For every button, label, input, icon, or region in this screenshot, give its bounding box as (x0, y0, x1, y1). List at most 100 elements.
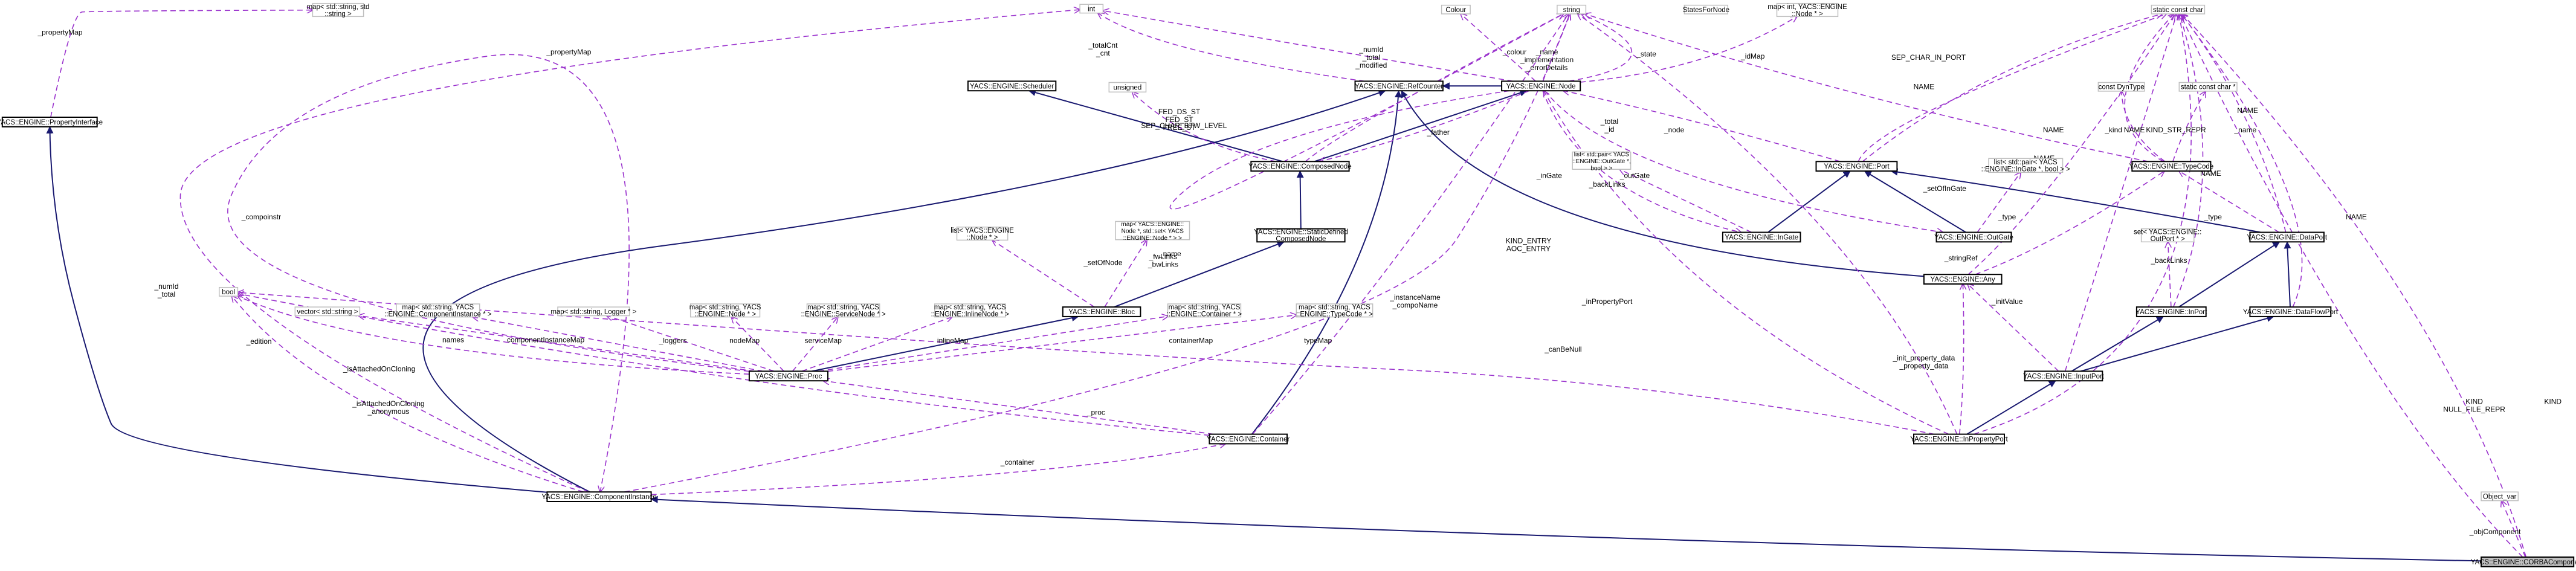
class-node-list-node[interactable]: list< YACS::ENGINE::Node * > (951, 227, 1014, 242)
class-node-list-pair-ingate[interactable]: list< std::pair< YACS::ENGINE::InGate *,… (1981, 158, 2070, 173)
class-node-box (2178, 82, 2238, 92)
class-node-label: map< std::string, YACS::ENGINE::Componen… (384, 304, 492, 318)
usage-edge-node-to-in-gate (1542, 90, 1741, 232)
usage-edge-container-to-string (1252, 14, 1569, 435)
class-node-node[interactable]: YACS::ENGINE::Node (1501, 80, 1581, 92)
class-node-box (2140, 228, 2195, 243)
class-node-out-gate[interactable]: YACS::ENGINE::OutGate (1934, 231, 2013, 243)
class-node-states-for-node[interactable]: StatesForNode (1683, 4, 1729, 15)
class-node-map-logger[interactable]: map< std::string, Logger * > (550, 306, 637, 317)
class-node-container[interactable]: YACS::ENGINE::Container (1207, 433, 1290, 445)
class-node-any[interactable]: YACS::ENGINE::Any (1923, 274, 2003, 285)
class-node-label: const DynType (2099, 84, 2145, 91)
class-node-in-port[interactable]: YACS::ENGINE::InPort (2135, 306, 2207, 317)
class-node-box (1354, 80, 1444, 92)
class-node-box (312, 2, 364, 18)
edge-label-node-rel: _node (1664, 126, 1685, 134)
class-node-box (219, 286, 239, 297)
class-node-label: list< YACS::ENGINE::Node * > (951, 227, 1014, 242)
class-node-box (1209, 433, 1288, 445)
class-node-box (1557, 4, 1587, 15)
class-node-unsigned[interactable]: unsigned (1108, 82, 1147, 93)
class-node-set-outport[interactable]: set< YACS::ENGINE::OutPort * > (2134, 228, 2201, 244)
class-node-object-var[interactable]: Object_var (2481, 491, 2519, 502)
class-node-label: Colour (1445, 7, 1466, 14)
class-node-label: YACS::ENGINE::CORBAComponent (2471, 559, 2576, 566)
class-node-map-string-string-top[interactable]: map< std::string, std::string > (307, 2, 370, 18)
edge-label-name-rel: _name (2233, 126, 2256, 134)
class-node-map-component-instance[interactable]: map< std::string, YACS::ENGINE::Componen… (384, 303, 492, 318)
class-node-label: YACS::ENGINE::ComposedNode (1248, 163, 1351, 170)
edge-label-id-map: _idMap (1740, 52, 1765, 60)
class-node-static-const-char-mid[interactable]: static const char * (2178, 82, 2238, 92)
class-node-component-instance[interactable]: YACS::ENGINE::ComponentInstance (541, 491, 657, 503)
edge-label-string-ref: _stringRef (1944, 254, 1978, 262)
edge-label-loggers: _loggers (659, 337, 687, 345)
class-node-string[interactable]: string (1557, 4, 1587, 15)
class-node-label: static const char * (2181, 84, 2236, 91)
class-node-label: map< YACS::ENGINE::Node *, std::set< YAC… (1121, 221, 1184, 242)
class-node-box (967, 80, 1057, 92)
class-node-map-service-node[interactable]: map< std::string, YACS::ENGINE::ServiceN… (801, 303, 886, 318)
class-node-label: YACS::ENGINE::Port (1824, 163, 1890, 170)
class-node-box (2024, 370, 2103, 382)
class-node-static-const-char-top[interactable]: static const char (2151, 4, 2206, 15)
class-node-label: YACS::ENGINE::Node (1506, 83, 1576, 90)
class-node-map-node-set[interactable]: map< YACS::ENGINE::Node *, std::set< YAC… (1115, 221, 1190, 242)
class-node-int[interactable]: int (1079, 4, 1104, 14)
class-node-bloc[interactable]: YACS::ENGINE::Bloc (1062, 306, 1141, 317)
class-node-label: YACS::ENGINE::Bloc (1068, 309, 1135, 316)
class-node-box (2131, 161, 2212, 172)
edge-label-name-c: NAME (2237, 106, 2258, 115)
class-node-label: list< std::pair< YACS::ENGINE::OutGate *… (1572, 151, 1631, 172)
inheritance-edge-in-property-port-to-input-port (1966, 380, 2056, 435)
class-node-box (2481, 491, 2519, 502)
class-node-vector-string[interactable]: vector< std::string > (294, 306, 361, 317)
class-node-box (1256, 228, 1346, 243)
inheritance-edge-composed-node-to-scheduler (1028, 89, 1283, 163)
class-node-label: YACS::ENGINE::ComponentInstance (541, 494, 656, 501)
class-node-box (546, 491, 652, 503)
class-node-data-flow-port[interactable]: YACS::ENGINE::DataFlowPort (2243, 306, 2339, 317)
usage-edge-proc-to-map-logger (607, 315, 775, 372)
class-node-in-gate[interactable]: YACS::ENGINE::InGate (1722, 231, 1801, 243)
class-node-scheduler[interactable]: YACS::ENGINE::Scheduler (967, 80, 1057, 92)
class-node-map-type-code[interactable]: map< std::string, YACS::ENGINE::TypeCode… (1296, 303, 1374, 318)
class-node-box (1988, 158, 2064, 173)
class-node-ref-counter[interactable]: YACS::ENGINE::RefCounter (1354, 80, 1444, 92)
class-node-bool[interactable]: bool (219, 286, 239, 297)
class-node-input-port[interactable]: YACS::ENGINE::InputPort (2023, 370, 2105, 382)
class-node-box (2097, 82, 2145, 92)
class-node-box (1722, 231, 1801, 243)
class-node-property-interface[interactable]: YACS::ENGINE::PropertyInterface (0, 117, 103, 127)
class-node-box (1296, 303, 1374, 318)
usage-edge-in-property-port-to-bool (237, 292, 1935, 435)
class-node-corba-component[interactable]: YACS::ENGINE::CORBAComponent (2471, 556, 2576, 567)
inheritance-edge-input-port-to-data-flow-port (2080, 315, 2274, 372)
class-node-list-pair-outgate[interactable]: list< std::pair< YACS::ENGINE::OutGate *… (1572, 151, 1632, 172)
class-node-label: YACS::ENGINE::InPort (2135, 309, 2207, 316)
usage-edge-input-port-to-static-const-char-top (2064, 14, 2177, 372)
class-node-type-code[interactable]: YACS::ENGINE::TypeCode (2129, 161, 2213, 172)
class-node-in-property-port[interactable]: YACS::ENGINE::InPropertyPort (1910, 433, 2009, 445)
usage-edge-proc-to-map-type-code (827, 315, 1296, 372)
class-node-data-port[interactable]: YACS::ENGINE::DataPort (2247, 231, 2328, 243)
class-node-const-dyn-type[interactable]: const DynType (2097, 82, 2145, 92)
usage-edge-type-code-to-const-dyn-type (2122, 91, 2166, 162)
edge-label-sep-char-in-port: SEP_CHAR_IN_PORT (1891, 53, 1966, 62)
edge-label-num-id-total-left: _numId_total (153, 282, 178, 298)
class-node-map-container[interactable]: map< std::string, YACS::ENGINE::Containe… (1167, 303, 1242, 318)
class-node-colour[interactable]: Colour (1441, 4, 1471, 15)
class-node-map-node[interactable]: map< std::string, YACS::ENGINE::Node * > (689, 303, 761, 318)
class-node-composed-node[interactable]: YACS::ENGINE::ComposedNode (1248, 161, 1352, 172)
usage-edge-type-code-to-static-const-char-mid (2172, 91, 2206, 162)
class-node-label: YACS::ENGINE::OutGate (1934, 234, 2013, 241)
class-node-map-inline-node[interactable]: map< std::string, YACS::ENGINE::InlineNo… (931, 303, 1010, 318)
class-node-proc[interactable]: YACS::ENGINE::Proc (748, 370, 829, 382)
class-node-box (2481, 556, 2575, 567)
class-node-port[interactable]: YACS::ENGINE::Port (1815, 161, 1898, 172)
class-node-map-int-node[interactable]: map< int, YACS::ENGINE::Node * > (1767, 2, 1847, 18)
edge-label-is-attached-a: _isAttachedOnCloning (343, 364, 415, 373)
